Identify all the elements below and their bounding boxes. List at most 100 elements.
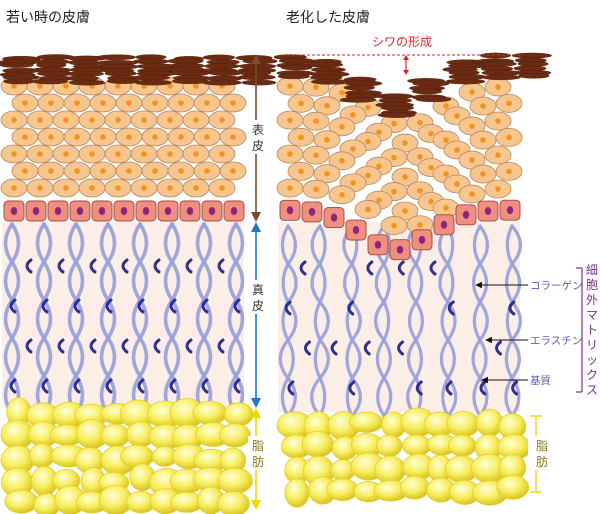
cell-nucleus [74,100,80,106]
cell-nucleus [469,157,475,163]
cell-nucleus [428,164,434,171]
cell-nucleus [443,171,449,177]
young-spinous-layer [0,76,247,198]
cell-nucleus [313,118,319,125]
cell-nucleus [339,158,345,164]
basal-nucleus [54,207,62,215]
cell-nucleus [126,100,132,106]
basal-nucleus [418,235,426,244]
corneum-flake [448,74,487,80]
basal-nucleus [352,226,360,235]
collagen-fiber [163,222,181,416]
elastin-fiber [105,298,113,314]
basal-nucleus [440,220,448,229]
corneum-flake [106,78,140,84]
cell-nucleus [287,185,293,191]
corneum-flake [104,70,137,77]
cell-nucleus [313,152,319,159]
cell-nucleus [313,186,319,193]
fat-cell [192,400,228,425]
cell-nucleus [126,134,132,140]
cell-nucleus [167,151,173,157]
elastin-fiber [73,298,81,314]
cell-nucleus [313,84,319,91]
corneum-flake [241,79,277,86]
elastin-fiber [153,258,161,274]
fat-cell [402,434,432,457]
basal-nucleus [230,207,238,215]
corneum-flake [172,70,210,77]
corneum-flake [481,74,521,81]
cell-nucleus [219,117,225,123]
corneum-flake [36,62,67,68]
cell-nucleus [11,151,17,157]
cell-nucleus [193,151,199,157]
wrinkle-annotation: シワの形成 [282,35,522,75]
cell-nucleus [339,192,345,198]
cell-nucleus [469,191,475,197]
corneum-flake [380,105,414,111]
elastin-fiber [429,260,437,276]
elastin-fiber [9,298,17,314]
label-epidermis: 表皮 [252,123,264,153]
fat-cell [4,489,39,514]
elastin-fiber [217,258,225,274]
cell-nucleus [324,170,330,177]
cell-nucleus [22,100,28,106]
elastin-fiber [57,338,65,354]
corneum-flake [511,52,552,59]
cell-nucleus [350,146,356,152]
cell-nucleus [350,180,356,186]
cell-nucleus [324,136,330,143]
basal-nucleus [120,207,128,215]
cell-nucleus [402,140,408,146]
basal-nucleus [462,210,470,219]
cell-nucleus [115,83,121,89]
cell-nucleus [454,147,460,153]
collagen-fiber [195,222,213,416]
corneum-flake [0,62,34,68]
cell-nucleus [100,100,106,106]
cell-nucleus [178,168,184,174]
elastin-fiber [330,340,338,356]
collagen-fiber [504,224,522,418]
cell-nucleus [89,117,95,123]
cell-nucleus [48,100,54,106]
cell-nucleus [391,120,397,127]
basal-nucleus [484,207,492,216]
corneum-flake [343,84,376,91]
basal-nucleus [76,207,84,215]
cell-nucleus [89,185,95,191]
basal-nucleus [396,245,404,254]
aged-fat-layer [276,407,532,508]
elastin-fiber [284,300,292,316]
cell-nucleus [100,168,106,174]
cell-nucleus [287,83,293,89]
cell-nucleus [230,134,236,140]
cell-nucleus [74,168,80,174]
elastin-fiber [169,378,177,394]
cell-nucleus [454,113,460,119]
basal-nucleus [330,213,338,222]
young-stratum-corneum [0,54,278,86]
cell-nucleus [298,134,304,141]
cell-nucleus [480,171,486,177]
cell-nucleus [454,181,460,187]
cell-nucleus [428,130,434,137]
elastin-fiber [185,258,193,274]
cell-nucleus [495,84,501,90]
corneum-flake [3,78,35,85]
corneum-flake [445,78,486,85]
cell-nucleus [141,117,147,123]
corneum-flake [411,88,443,95]
cell-nucleus [11,117,17,123]
fat-cell [301,430,335,458]
cell-nucleus [350,112,356,118]
cell-nucleus [63,185,69,191]
fat-cell [217,467,253,494]
elastin-fiber [445,380,453,396]
cell-nucleus [115,185,121,191]
fat-cell [349,411,384,433]
elastin-fiber [201,378,209,394]
cell-nucleus [152,134,158,140]
